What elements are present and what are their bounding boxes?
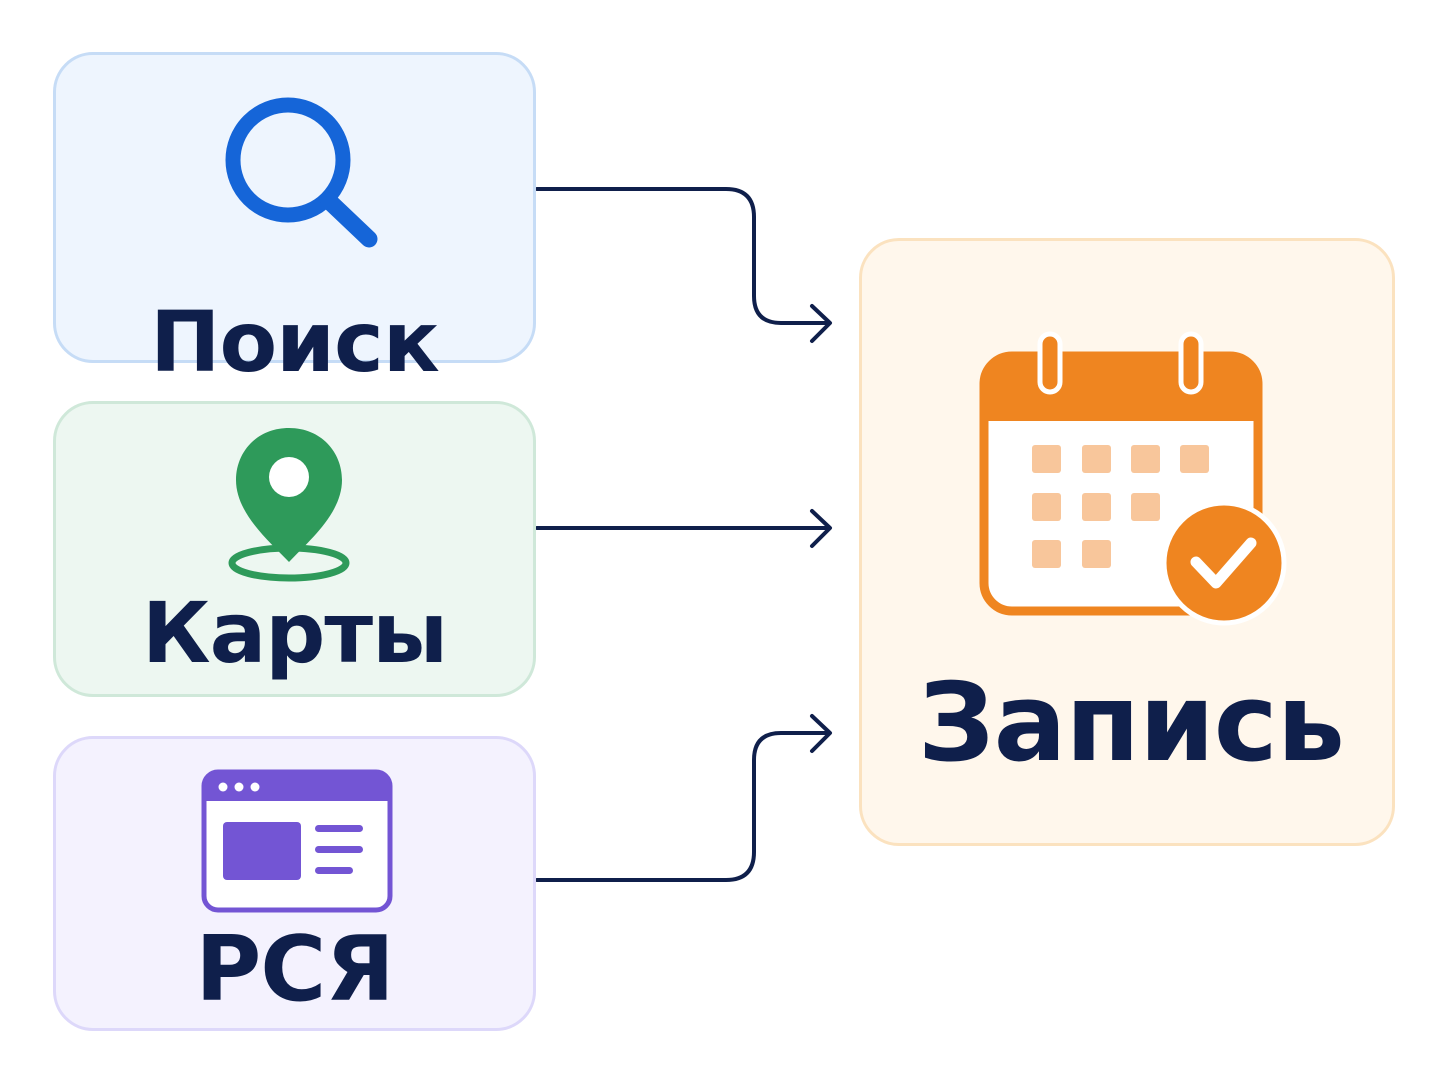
arrowhead-maps xyxy=(810,509,832,548)
search-icon xyxy=(225,97,378,248)
map-pin-icon xyxy=(228,428,350,582)
browser-window-icon xyxy=(201,769,393,913)
target-card-booking: Запись xyxy=(859,238,1395,846)
target-label-booking: Запись xyxy=(917,661,1345,786)
source-card-rsya: РСЯ xyxy=(53,736,536,1031)
arrowhead-search xyxy=(810,304,832,343)
arrowhead-rsya xyxy=(810,714,832,753)
source-label-maps: Карты xyxy=(141,584,448,682)
source-label-search: Поиск xyxy=(150,293,440,391)
source-card-maps: Карты xyxy=(53,401,536,697)
source-label-rsya: РСЯ xyxy=(195,917,394,1022)
connector-rsya-to-booking xyxy=(535,731,831,882)
source-card-search: Поиск xyxy=(53,52,536,391)
connector-search-to-booking xyxy=(535,187,831,325)
calendar-check-icon xyxy=(979,331,1287,626)
